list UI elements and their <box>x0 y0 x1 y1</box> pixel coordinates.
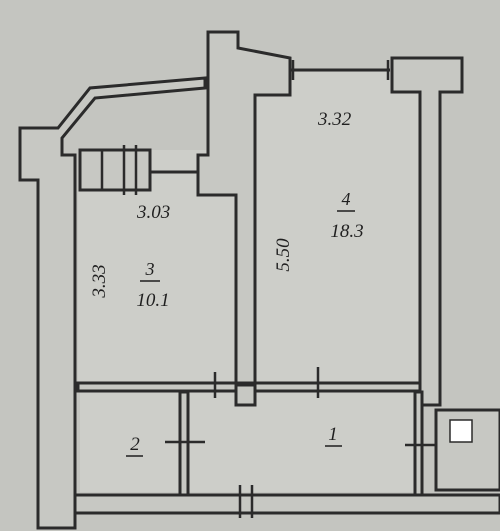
window-left <box>78 145 152 195</box>
room-4-length-label: 5.50 <box>273 238 294 272</box>
room-1-number: 1 <box>328 424 338 445</box>
left-exterior-wall <box>18 76 207 530</box>
room-4-number: 4 <box>342 189 351 209</box>
room-3-length-label: 3.33 <box>89 264 110 298</box>
room-3-width-label: 3.03 <box>136 202 170 223</box>
room-3-number: 3 <box>145 259 155 279</box>
room-4-area: 18.3 <box>330 221 363 242</box>
door-stub <box>234 383 257 407</box>
room-2-number: 2 <box>130 434 140 455</box>
room-3-area: 10.1 <box>136 290 169 311</box>
right-exterior-column <box>390 56 464 407</box>
room-4-width-label: 3.32 <box>317 109 352 130</box>
room-4-area <box>255 72 423 385</box>
room-1-2-divider <box>178 390 190 497</box>
room-2-area <box>80 392 180 492</box>
room-1-area <box>185 392 418 492</box>
bottom-exterior-wall <box>73 493 500 515</box>
right-wing-window <box>449 419 473 443</box>
room-1-right-wall <box>413 390 424 497</box>
